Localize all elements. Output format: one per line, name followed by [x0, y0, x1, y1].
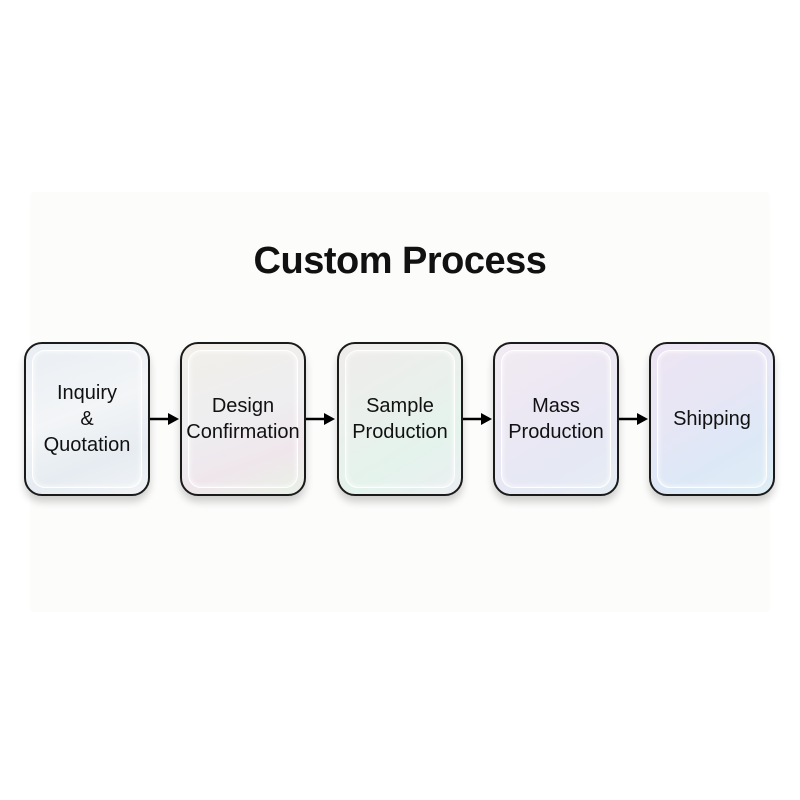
step-label: Inquiry & Quotation	[43, 382, 131, 456]
step-inquiry-quotation: Inquiry & Quotation	[24, 342, 150, 496]
step-sample-production: Sample Production	[337, 342, 463, 496]
step-label: Mass Production	[508, 395, 604, 443]
step-inner-frame	[188, 350, 298, 488]
arrow-right-icon	[150, 413, 179, 425]
step-inner-frame	[501, 350, 611, 488]
arrow-right-icon	[306, 413, 335, 425]
step-mass-production: Mass Production	[493, 342, 619, 496]
step-label: Sample Production	[352, 395, 448, 443]
step-label: Shipping	[673, 408, 751, 430]
arrow-right-icon	[619, 413, 648, 425]
diagram-title: Custom Process	[253, 240, 547, 282]
step-inner-frame	[32, 350, 142, 488]
step-inner-frame	[345, 350, 455, 488]
step-inner-frame	[657, 350, 767, 488]
arrow-right-icon	[463, 413, 492, 425]
step-shipping: Shipping	[649, 342, 775, 496]
step-label: Design Confirmation	[186, 395, 300, 443]
step-design-confirmation: Design Confirmation	[180, 342, 306, 496]
